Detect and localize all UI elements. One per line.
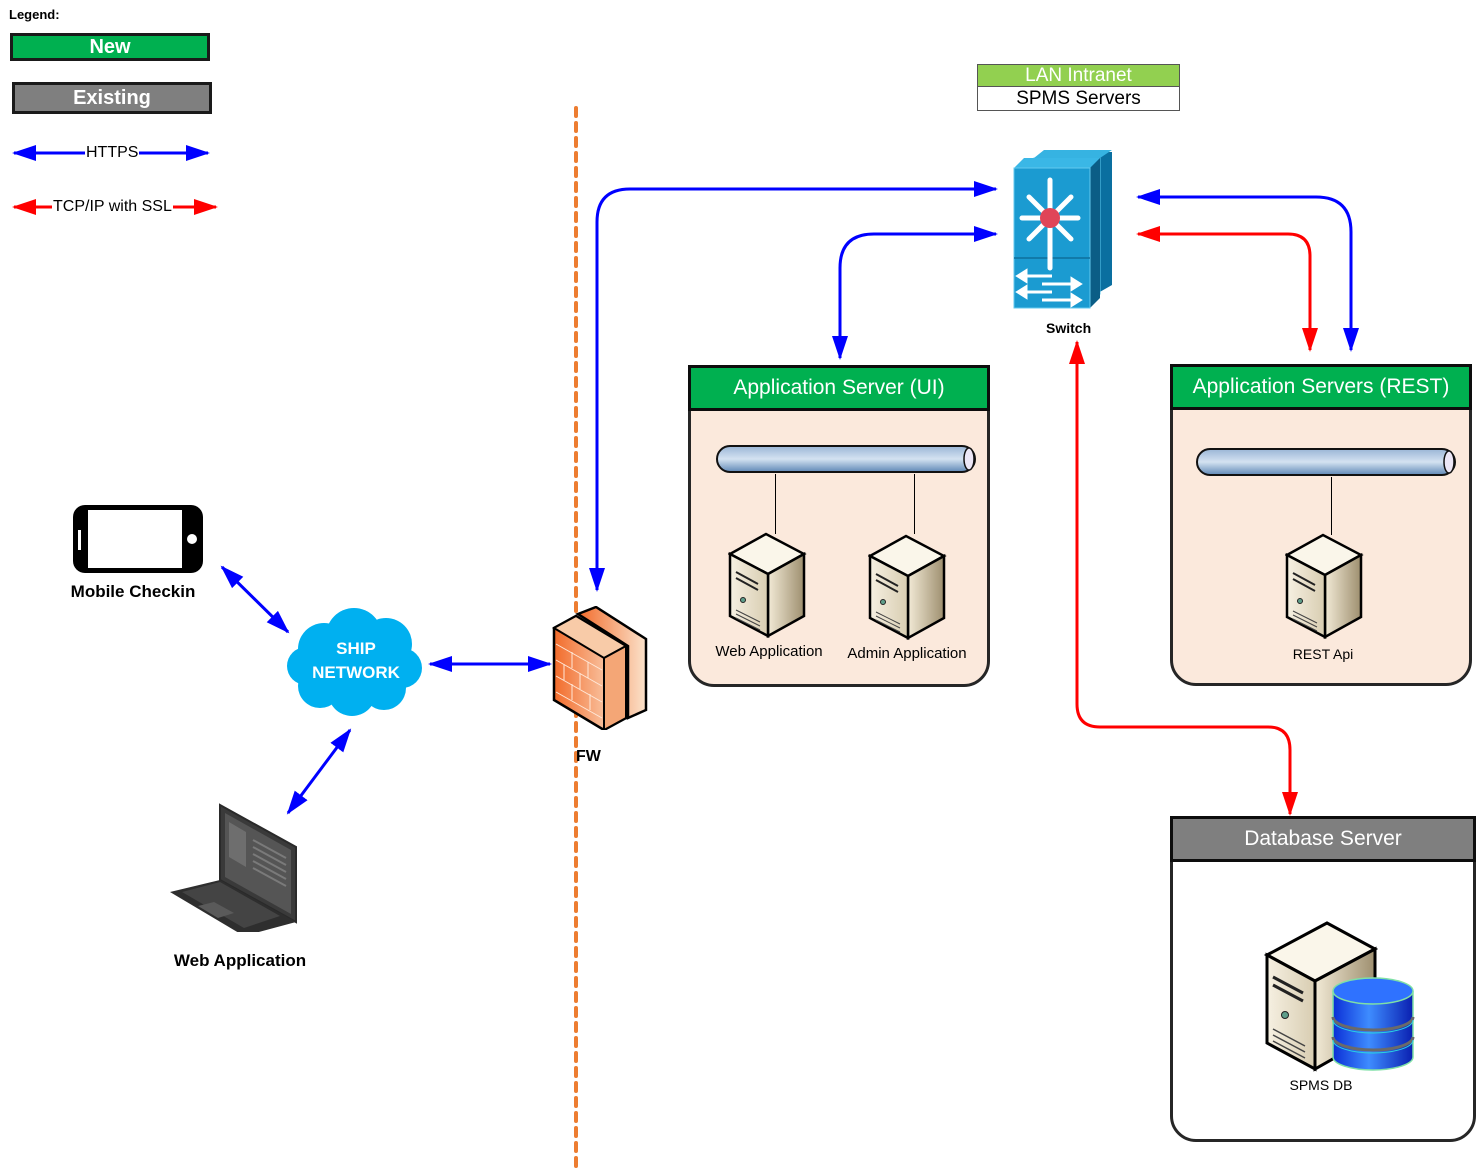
cloud-icon <box>287 608 422 716</box>
arrow-switch-rest-https <box>1136 189 1359 352</box>
legend-new-swatch: New <box>10 33 210 61</box>
mobile-checkin-node[interactable] <box>72 504 204 579</box>
server-label-rest-api: REST Api <box>1292 646 1354 662</box>
switch-node[interactable] <box>1012 150 1116 323</box>
lan-intranet-subtitle: SPMS Servers <box>978 87 1179 110</box>
legend-https-label: HTTPS <box>85 144 140 162</box>
app-server-ui-title: Application Server (UI) <box>688 365 990 411</box>
bus-connector <box>914 474 915 534</box>
server-label-admin-application: Admin Application <box>847 645 967 662</box>
server-label-spms-db: SPMS DB <box>1289 1077 1353 1093</box>
database-server-title: Database Server <box>1170 816 1476 862</box>
firewall-icon <box>551 605 648 732</box>
bus-connector <box>775 474 776 534</box>
bus-connector <box>1331 477 1332 535</box>
arrow-switch-rest-tcp <box>1136 226 1318 352</box>
firewall-node[interactable] <box>551 605 650 735</box>
app-server-ui-group[interactable]: Application Server (UI) Web Application <box>688 365 990 687</box>
server-label-web-application: Web Application <box>715 643 823 660</box>
arrow-firewall-switch <box>589 181 998 592</box>
server-icon <box>1285 533 1364 639</box>
web-application-client-node[interactable] <box>168 802 302 937</box>
database-server-group[interactable]: Database Server SPMS DB <box>1170 816 1476 1142</box>
database-cylinder-icon <box>1331 977 1415 1071</box>
server-icon <box>728 532 807 638</box>
web-application-client-label: Web Application <box>173 951 307 970</box>
ship-network-cloud[interactable]: SHIP NETWORK <box>284 604 424 716</box>
network-bus-icon <box>716 445 976 473</box>
network-bus-icon <box>1196 448 1456 476</box>
app-server-rest-title: Application Servers (REST) <box>1170 364 1472 410</box>
switch-label: Switch <box>1046 320 1092 336</box>
arrow-switch-database <box>1069 340 1298 816</box>
legend-tcp-label: TCP/IP with SSL <box>52 198 173 216</box>
arrow-laptop-cloud <box>286 728 352 815</box>
server-icon <box>868 534 947 640</box>
app-server-rest-group[interactable]: Application Servers (REST) REST Api <box>1170 364 1472 686</box>
laptop-icon <box>170 803 297 936</box>
arrow-mobile-cloud <box>220 565 290 634</box>
cloud-line-2: NETWORK <box>312 663 400 682</box>
lan-intranet-header: LAN Intranet SPMS Servers <box>977 64 1180 111</box>
legend-existing-swatch: Existing <box>12 82 212 114</box>
database-server-icon <box>1263 921 1415 1072</box>
arrow-switch-ui-server <box>832 226 998 360</box>
lan-intranet-title: LAN Intranet <box>978 65 1179 87</box>
legend-title: Legend: <box>9 7 60 22</box>
mobile-checkin-label: Mobile Checkin <box>70 582 196 601</box>
cloud-line-1: SHIP <box>336 639 376 658</box>
smartphone-icon <box>73 505 203 573</box>
switch-icon <box>1013 150 1112 309</box>
firewall-label: FW <box>576 748 601 765</box>
